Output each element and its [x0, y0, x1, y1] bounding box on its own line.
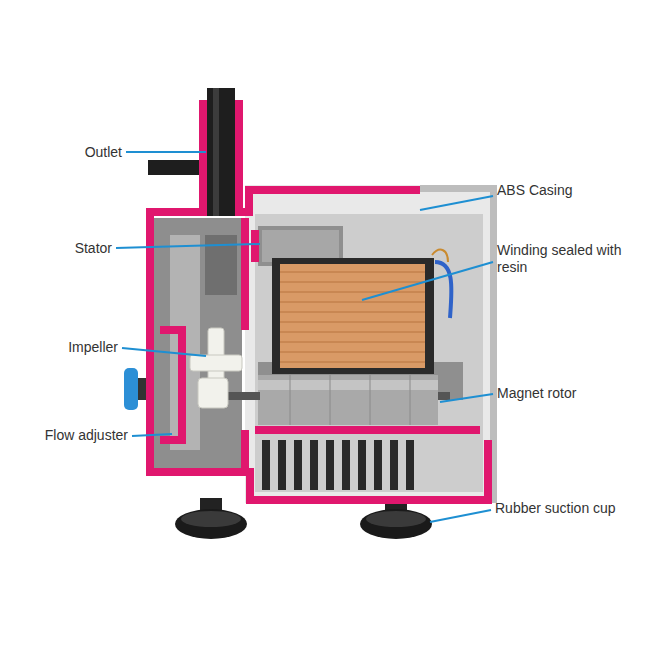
impeller: [190, 328, 242, 408]
part-label: Rubber suction cup: [495, 500, 616, 517]
leader-lines: [116, 152, 493, 522]
part-label: Winding sealed with resin: [497, 242, 637, 276]
impeller-chamber: [154, 218, 242, 468]
part-label: Stator: [75, 240, 112, 257]
resin-winding: [272, 250, 451, 374]
part-label: Flow adjuster: [45, 427, 128, 444]
cooling-fins: [262, 440, 414, 490]
part-label: Outlet: [85, 144, 122, 161]
part-label: ABS Casing: [497, 182, 572, 199]
part-label: Impeller: [68, 339, 118, 356]
magnet-rotor: [225, 375, 450, 425]
stator: [258, 226, 463, 400]
part-label: Magnet rotor: [497, 385, 576, 402]
cutaway-outline: [150, 100, 488, 500]
abs-casing: [245, 185, 497, 503]
suction-cups: [175, 498, 432, 539]
